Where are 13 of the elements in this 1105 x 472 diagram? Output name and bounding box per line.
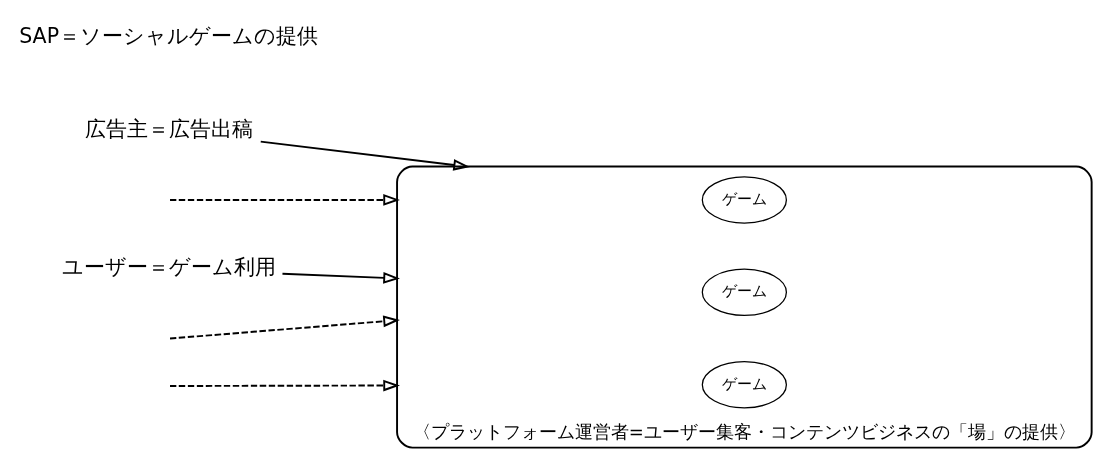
node-ellipse: ゲーム	[701, 175, 788, 224]
node-text: 広告主＝広告出稿	[84, 116, 253, 141]
arrow	[259, 140, 471, 171]
node-ellipse: ゲーム	[701, 360, 788, 408]
cluster	[396, 165, 1093, 449]
arrow	[169, 315, 400, 339]
arrow	[169, 193, 400, 206]
arrow	[169, 379, 400, 391]
node-ellipse: ゲーム	[701, 268, 788, 316]
arrow	[281, 271, 400, 284]
node-text: ユーザー＝ゲーム利用	[61, 254, 276, 279]
label: SAP＝ソーシャルゲームの提供	[19, 23, 319, 48]
node-label: 〈プラットフォーム運営者=ユーザー集客・コンテンツビジネスの「場」の提供〉	[412, 420, 1076, 442]
